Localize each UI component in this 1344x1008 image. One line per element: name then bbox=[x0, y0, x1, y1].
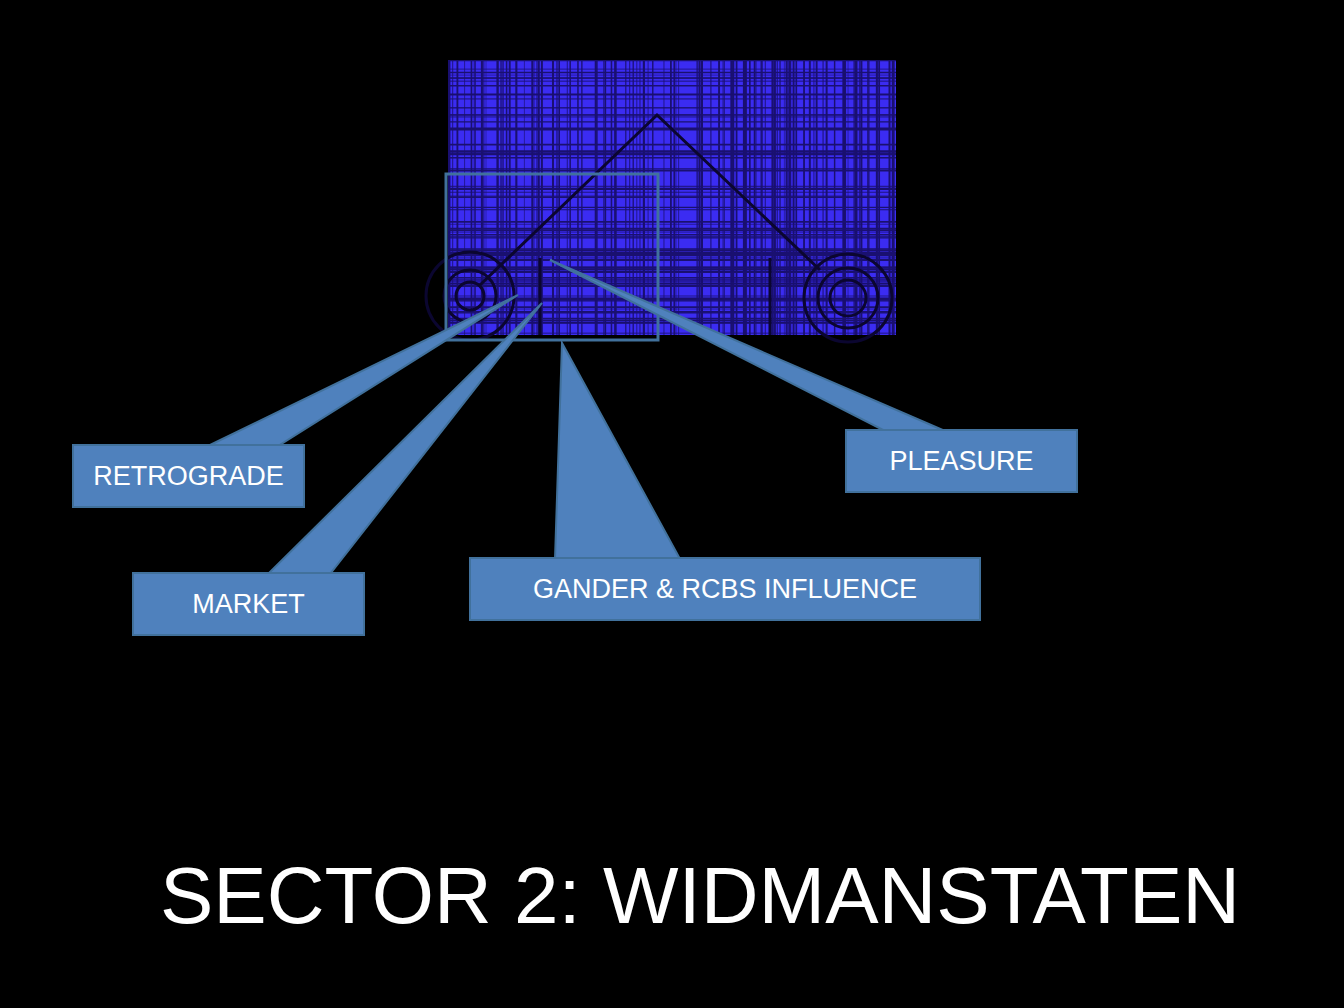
grid-line bbox=[448, 158, 896, 159]
grid-line bbox=[448, 188, 896, 190]
grid-line bbox=[448, 150, 896, 152]
grid-line bbox=[448, 121, 896, 122]
callout-box: MARKET bbox=[132, 572, 365, 636]
callout-label: MARKET bbox=[180, 589, 317, 620]
grid-line bbox=[448, 277, 896, 278]
callout-box: GANDER & RCBS INFLUENCE bbox=[469, 557, 981, 621]
grid-line bbox=[448, 281, 896, 282]
grid-line bbox=[448, 114, 896, 115]
grid-line bbox=[448, 224, 896, 225]
grid-line bbox=[448, 189, 896, 190]
grid-line bbox=[448, 285, 896, 287]
grid-line bbox=[448, 94, 896, 95]
grid-line bbox=[448, 152, 896, 154]
callout-label: RETROGRADE bbox=[81, 461, 296, 492]
grid-line bbox=[448, 283, 896, 284]
grid-line bbox=[448, 98, 896, 99]
grid-line bbox=[448, 236, 896, 237]
callout-pointers bbox=[208, 260, 945, 574]
grid-line bbox=[448, 283, 896, 284]
callout-label: PLEASURE bbox=[877, 446, 1045, 477]
grid-line bbox=[448, 69, 896, 70]
grid-line bbox=[448, 279, 896, 280]
grid-line bbox=[448, 254, 896, 256]
grid-line bbox=[448, 60, 896, 61]
grid-line bbox=[448, 228, 896, 230]
grid-line bbox=[448, 107, 896, 108]
grid-line bbox=[448, 168, 896, 169]
grid-line bbox=[448, 153, 896, 155]
grid-line bbox=[448, 255, 896, 256]
grid-line bbox=[448, 108, 896, 109]
grid-line bbox=[448, 93, 896, 95]
grid-line bbox=[448, 85, 896, 86]
grid-line bbox=[448, 209, 896, 210]
grid-line bbox=[448, 221, 896, 222]
grid-line bbox=[448, 283, 896, 284]
grid-line bbox=[448, 267, 896, 269]
grid-line bbox=[448, 271, 896, 272]
grid-line bbox=[448, 266, 896, 267]
grid-line bbox=[448, 221, 896, 223]
grid-line bbox=[448, 77, 896, 79]
callout-label: GANDER & RCBS INFLUENCE bbox=[521, 574, 929, 605]
grid-line bbox=[448, 116, 896, 117]
grid-line bbox=[448, 280, 896, 281]
grid-line bbox=[448, 170, 896, 172]
grid-line bbox=[448, 286, 896, 287]
callout-box: RETROGRADE bbox=[72, 444, 305, 508]
grid-line bbox=[448, 196, 896, 198]
grid-line bbox=[448, 232, 896, 233]
grid-line bbox=[448, 309, 896, 310]
grid-line bbox=[448, 192, 896, 193]
grid-line bbox=[448, 169, 896, 170]
grid-line bbox=[448, 157, 896, 158]
grid-line bbox=[448, 60, 896, 61]
callout-box: PLEASURE bbox=[845, 429, 1078, 493]
grid-line bbox=[448, 75, 896, 76]
grid-line bbox=[448, 81, 896, 82]
grid-line bbox=[448, 78, 896, 79]
grid-line bbox=[448, 72, 896, 73]
grid-line bbox=[448, 271, 896, 273]
grid-line bbox=[448, 195, 896, 196]
grid-line bbox=[448, 114, 896, 115]
grid-line bbox=[448, 234, 896, 236]
grid-line bbox=[448, 306, 896, 308]
grid-line bbox=[448, 207, 896, 208]
grid-line bbox=[448, 237, 896, 238]
grid-line bbox=[448, 279, 896, 280]
grid-line bbox=[448, 144, 896, 146]
grid-line bbox=[448, 230, 896, 231]
grid-line bbox=[448, 186, 896, 187]
slide-title: SECTOR 2: WIDMANSTATEN bbox=[160, 850, 1240, 942]
grid-line bbox=[448, 268, 896, 270]
